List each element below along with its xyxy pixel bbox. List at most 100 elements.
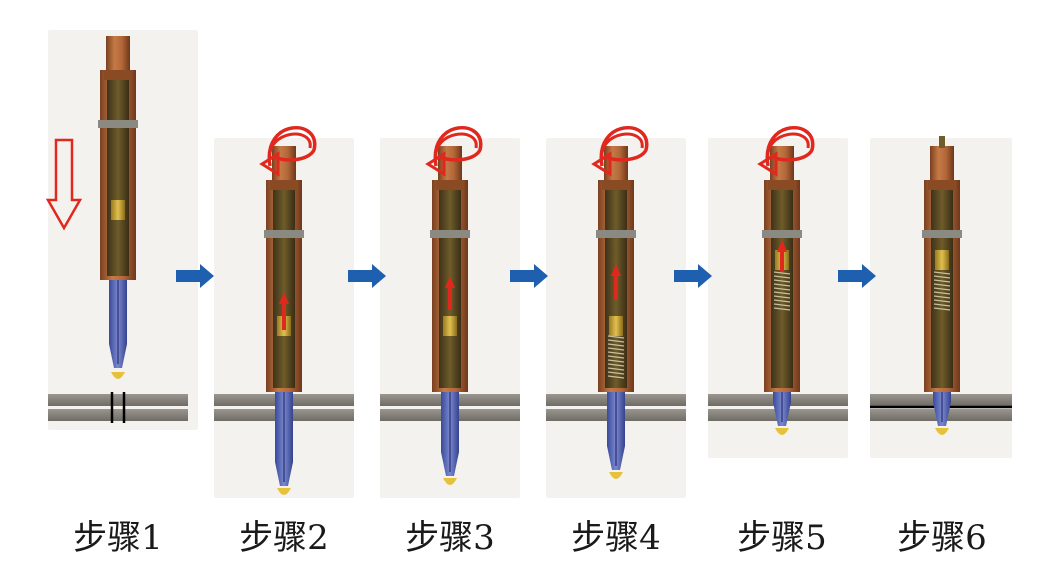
blue-right-arrow-icon — [176, 264, 214, 288]
rotation-arrow-icon — [425, 126, 483, 177]
spring-coil — [607, 363, 625, 367]
housing-inner — [273, 184, 295, 388]
brass-mandrel — [111, 200, 125, 220]
spring-coil — [773, 279, 791, 283]
blue-right-arrow-icon — [838, 264, 876, 288]
tip — [443, 478, 457, 485]
spring-coil — [933, 279, 951, 283]
spring-coil — [607, 335, 625, 339]
rotation-curve — [433, 126, 483, 167]
spring-coil — [933, 283, 951, 287]
spring-coil — [933, 299, 951, 303]
spring-coil — [773, 295, 791, 299]
rotation-inner-curve — [766, 132, 810, 161]
collar-band — [596, 230, 636, 238]
spring — [773, 271, 791, 311]
head-neck — [928, 180, 956, 190]
spring-coil — [933, 295, 951, 299]
lower-panel — [48, 409, 188, 421]
brass-mandrel — [609, 316, 623, 336]
head-cap — [272, 146, 296, 180]
head-cap — [106, 36, 130, 70]
blue-right-arrow-icon — [348, 264, 386, 288]
rotation-arrowhead — [591, 151, 612, 177]
copper-housing — [762, 146, 802, 392]
tip — [935, 428, 949, 435]
spring-coil — [773, 307, 791, 311]
spring-coil — [607, 375, 625, 379]
spring-coil — [607, 367, 625, 371]
head-cap — [930, 146, 954, 180]
spring-coil — [773, 283, 791, 287]
spring-coil — [773, 291, 791, 295]
spring-coil — [607, 351, 625, 355]
collar-band — [762, 230, 802, 238]
step-6-tool — [870, 136, 1012, 458]
step-2-tool — [214, 126, 354, 498]
rotation-curve — [267, 126, 317, 167]
pull-arrow-head — [777, 240, 787, 252]
head-neck — [436, 180, 464, 190]
step-label: 步骤3 — [405, 518, 495, 558]
housing-inner — [107, 74, 129, 276]
collar-band — [264, 230, 304, 238]
blue-right-arrow-icon — [674, 264, 712, 288]
copper-housing — [264, 146, 304, 392]
tip — [277, 488, 291, 495]
rotation-arrowhead — [757, 151, 778, 177]
copper-housing — [98, 36, 138, 280]
spring-coil — [607, 347, 625, 351]
collar-band — [922, 230, 962, 238]
spring-coil — [607, 339, 625, 343]
pull-arrow-head — [611, 264, 621, 276]
spring-coil — [607, 359, 625, 363]
head-neck — [104, 70, 132, 80]
pull-arrow-head — [445, 276, 455, 288]
rotation-curve — [599, 126, 649, 167]
spring — [933, 271, 951, 311]
spring-coil — [773, 271, 791, 275]
rotation-curve — [765, 126, 815, 167]
spring-coil — [773, 287, 791, 291]
brass-mandrel — [443, 316, 457, 336]
rotation-inner-curve — [268, 132, 312, 161]
rotation-arrow-icon — [259, 126, 317, 177]
tip — [111, 372, 125, 379]
head-cap — [438, 146, 462, 180]
spring-coil — [773, 275, 791, 279]
collar-band — [430, 230, 470, 238]
step-label: 步骤6 — [897, 518, 987, 558]
spring-coil — [607, 343, 625, 347]
copper-housing — [430, 146, 470, 392]
rotation-arrowhead — [425, 151, 446, 177]
spring-coil — [933, 275, 951, 279]
next-arrows — [176, 264, 876, 288]
rotation-arrowhead — [259, 151, 280, 177]
spring-coil — [933, 287, 951, 291]
spring-coil — [607, 355, 625, 359]
step-5-tool — [708, 126, 848, 458]
head-neck — [768, 180, 796, 190]
copper-housing — [922, 136, 962, 392]
down-arrow-icon — [45, 138, 83, 231]
rotation-inner-curve — [600, 132, 644, 161]
spring — [607, 335, 625, 379]
rotation-inner-curve — [434, 132, 478, 161]
protruding-stem — [939, 136, 945, 148]
spring-coil — [933, 303, 951, 307]
head-cap — [770, 146, 794, 180]
step-label: 步骤5 — [737, 518, 827, 558]
head-neck — [602, 180, 630, 190]
head-cap — [604, 146, 628, 180]
spring-coil — [773, 303, 791, 307]
brass-mandrel — [935, 250, 949, 270]
upper-panel — [48, 394, 188, 406]
tool-sequence — [45, 30, 1012, 498]
step-label: 步骤4 — [571, 518, 661, 558]
rotation-arrow-icon — [591, 126, 649, 177]
step-label: 步骤1 — [73, 518, 163, 558]
spring-coil — [933, 271, 951, 275]
pull-arrow-head — [279, 292, 289, 304]
step-4-tool — [546, 126, 686, 498]
